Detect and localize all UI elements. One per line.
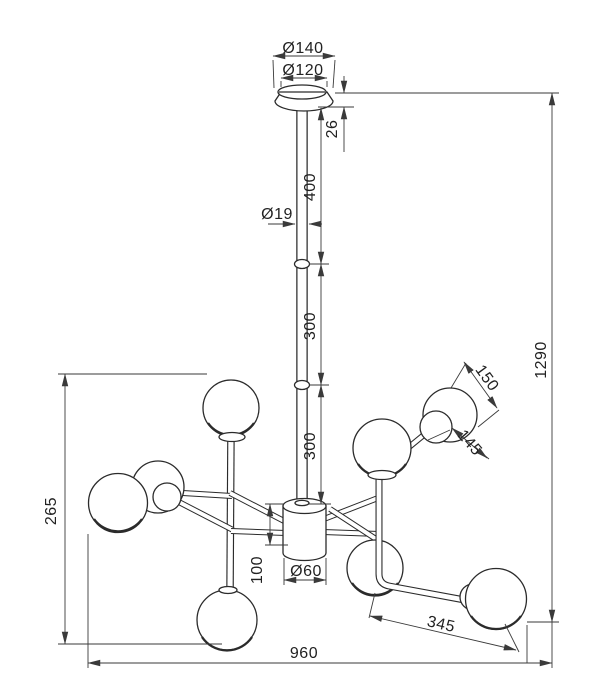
dim-stem-lower-length: 300 [302,432,319,460]
dim-canopy-outer-diameter: Ø140 [282,40,323,57]
lamp-right-middle [352,418,412,481]
lamp-top-left [202,379,260,443]
dimensions: Ø140 Ø120 26 400 300 300 Ø19 1290 [43,40,559,668]
lamp-bottom-left [196,585,258,652]
dim-hub-diameter: Ø60 [290,563,322,580]
ceiling-canopy [274,84,334,112]
dim-overall-height: 1290 [533,341,550,379]
dim-arm-length: 345 [425,613,456,636]
dim-stem-upper-length: 400 [302,173,319,201]
dim-overall-width: 960 [290,645,318,662]
right-rod [375,452,471,605]
lamp-left-front [87,472,149,534]
arms [149,422,438,594]
dim-canopy-height: 26 [324,120,341,139]
dim-canopy-inner-diameter: Ø120 [282,62,323,79]
central-hub [282,497,327,562]
lamp-bottom-right [459,567,528,631]
dim-stem-diameter: Ø19 [261,206,293,223]
dim-stem-mid-length: 300 [302,312,319,340]
dim-left-drop-height: 265 [43,497,60,525]
dim-hub-height: 100 [249,556,266,584]
